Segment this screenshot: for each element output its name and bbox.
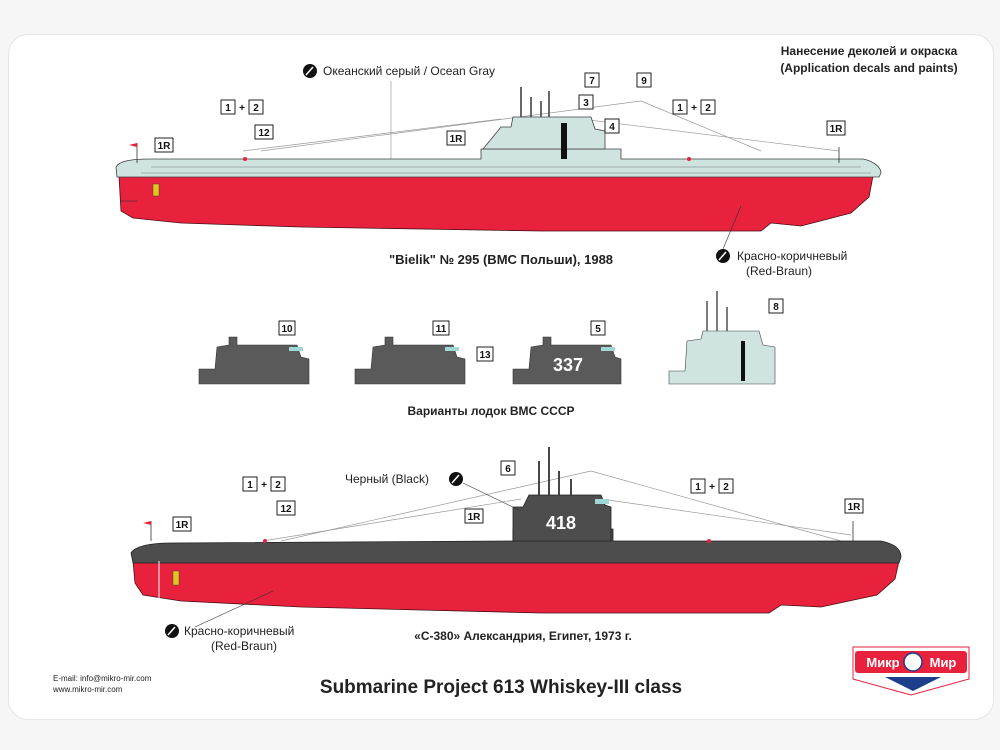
- svg-text:Красно-коричневый: Красно-коричневый: [184, 624, 294, 638]
- svg-text:6: 6: [505, 464, 511, 475]
- svg-text:9: 9: [641, 76, 647, 87]
- svg-text:12: 12: [280, 504, 292, 515]
- red-lower-hull: [118, 175, 874, 232]
- hull-number-418: 418: [546, 513, 576, 533]
- callout-top-1-plus-2-left: 1 + 2: [220, 99, 264, 115]
- paint-ocean-gray: Океанский серый / Ocean Gray: [303, 64, 495, 78]
- tower-variant-11: 11 13: [354, 320, 494, 385]
- callout-top-12: 12: [254, 124, 274, 140]
- header-line-2: (Application decals and paints): [780, 61, 957, 75]
- paint-red-brown-top: Красно-коричневый (Red-Braun): [716, 205, 847, 278]
- svg-text:Микр: Микр: [866, 655, 899, 670]
- svg-text:1R: 1R: [158, 141, 172, 152]
- svg-text:Черный (Black): Черный (Black): [345, 472, 429, 486]
- mikro-mir-logo: Микр Мир: [852, 646, 970, 696]
- svg-text:12: 12: [258, 128, 270, 139]
- footer-email: E-mail: info@mikro-mir.com: [53, 674, 152, 683]
- callout-top-7: 7: [584, 72, 600, 88]
- svg-text:+: +: [261, 480, 267, 491]
- conning-tower: [512, 494, 612, 542]
- tower-variant-5: 337 5: [512, 320, 622, 385]
- footer-website: www.mikro-mir.com: [52, 685, 123, 694]
- svg-text:11: 11: [436, 324, 447, 335]
- callout-top-4: 4: [604, 118, 620, 134]
- callout-bottom-1-plus-2-right: 1 + 2: [690, 478, 734, 494]
- svg-text:1: 1: [695, 482, 701, 493]
- middle-caption: Варианты лодок ВМС СССР: [407, 404, 574, 418]
- svg-text:4: 4: [609, 122, 615, 133]
- svg-text:1R: 1R: [468, 512, 482, 523]
- conning-tower: [482, 116, 606, 150]
- black-upper-hull: [130, 528, 902, 564]
- tower-variant-8: 8: [668, 291, 784, 385]
- submarine-bielik: [115, 81, 882, 232]
- callout-bottom-1R-tower: 1R: [464, 508, 484, 524]
- svg-text:Красно-коричневый: Красно-коричневый: [737, 249, 847, 263]
- red-lower-hull: [132, 560, 900, 614]
- svg-text:+: +: [709, 482, 715, 493]
- svg-text:10: 10: [281, 324, 293, 335]
- svg-text:2: 2: [275, 480, 281, 491]
- header-line-1: Нанесение деколей и окраска: [781, 44, 958, 58]
- svg-text:3: 3: [583, 98, 589, 109]
- callout-bottom-1R-stern: 1R: [172, 516, 192, 532]
- svg-text:(Red-Braun): (Red-Braun): [211, 639, 277, 653]
- svg-text:2: 2: [723, 482, 729, 493]
- gray-upper-hull: [115, 148, 882, 178]
- callout-bottom-1-plus-2-left: 1 + 2: [242, 476, 286, 492]
- callout-bottom-1R-bow: 1R: [844, 498, 864, 514]
- svg-text:2: 2: [253, 103, 259, 114]
- svg-text:1: 1: [247, 480, 253, 491]
- callout-bottom-12: 12: [276, 500, 296, 516]
- callout-top-3: 3: [578, 94, 594, 110]
- painting-diagram: Нанесение деколей и окраска (Application…: [52, 44, 970, 698]
- svg-text:1: 1: [225, 103, 231, 114]
- svg-text:+: +: [691, 103, 697, 114]
- tower-variant-10: 10: [198, 320, 310, 385]
- bottom-caption: «С-380» Александрия, Египет, 1973 г.: [414, 629, 632, 643]
- hull-number-337: 337: [553, 355, 583, 375]
- svg-text:13: 13: [479, 350, 491, 361]
- svg-text:7: 7: [589, 76, 595, 87]
- callout-top-1-plus-2-right: 1 + 2: [672, 99, 716, 115]
- callout-top-1R-bow: 1R: [826, 120, 846, 136]
- callout-top-1R-stern: 1R: [154, 137, 174, 153]
- callout-top-1R-tower: 1R: [446, 130, 466, 146]
- svg-text:1: 1: [677, 103, 683, 114]
- svg-text:Мир: Мир: [930, 655, 957, 670]
- svg-text:2: 2: [705, 103, 711, 114]
- callout-bottom-6: 6: [500, 460, 516, 476]
- svg-text:+: +: [239, 103, 245, 114]
- svg-text:1R: 1R: [450, 134, 464, 145]
- svg-text:1R: 1R: [848, 502, 862, 513]
- svg-text:5: 5: [595, 324, 601, 335]
- svg-text:8: 8: [773, 302, 779, 313]
- svg-text:Океанский серый / Ocean Gray: Океанский серый / Ocean Gray: [323, 64, 495, 78]
- svg-text:(Red-Braun): (Red-Braun): [746, 264, 812, 278]
- svg-text:1R: 1R: [830, 124, 844, 135]
- sheet-title: Submarine Project 613 Whiskey-III class: [320, 677, 682, 698]
- paint-red-brown-bottom: Красно-коричневый (Red-Braun): [165, 590, 294, 653]
- submarine-s380: 418: [130, 447, 902, 614]
- instruction-sheet: Нанесение деколей и окраска (Application…: [8, 34, 994, 720]
- svg-text:1R: 1R: [176, 520, 190, 531]
- top-caption: "Bielik" № 295 (ВМС Польши), 1988: [389, 252, 613, 267]
- paint-black: Черный (Black): [345, 472, 522, 512]
- callout-top-9: 9: [636, 72, 652, 88]
